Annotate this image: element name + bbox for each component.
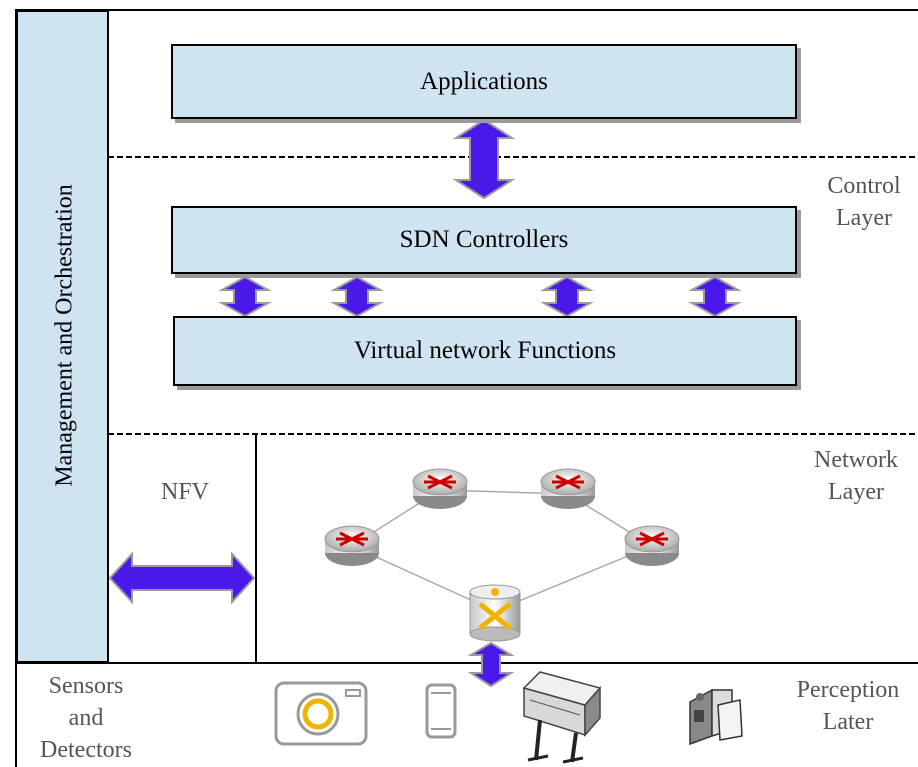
router-icon <box>624 525 680 566</box>
management-label: Management and Orchestration <box>51 184 78 487</box>
perception-layer-label: Perception Later <box>783 674 913 738</box>
control-layer-label: Control Layer <box>808 170 918 234</box>
network-layer-label: Network Layer <box>800 444 912 508</box>
sensors-label-line-1: Sensors <box>48 673 124 699</box>
sensors-label-line-3: Detectors <box>40 737 132 763</box>
applications-box: Applications <box>171 44 797 119</box>
arrow-group <box>108 118 742 688</box>
arrow-switch-perception <box>467 641 515 688</box>
video-camera-icon <box>689 688 743 746</box>
sensors-label-line-2: and <box>68 705 104 731</box>
router-icon <box>412 468 468 509</box>
router-icon <box>540 468 596 509</box>
management-panel <box>16 10 109 663</box>
arrow-sdn-vnf-2 <box>330 275 384 318</box>
arrow-sdn-vnf-1 <box>218 275 272 318</box>
switch-icon <box>469 584 521 642</box>
arrow-sdn-vnf-3 <box>540 275 594 318</box>
perception-label-line-2: Later <box>822 709 874 735</box>
sensors-label: Sensors and Detectors <box>26 670 146 766</box>
camera-icon <box>274 681 368 746</box>
nfv-label: NFV <box>160 479 209 505</box>
perception-label-line-1: Perception <box>796 677 900 703</box>
arrow-sdn-vnf-4 <box>688 275 742 318</box>
arrow-nfv <box>108 551 256 605</box>
network-label-line-2: Layer <box>828 479 884 505</box>
printer-icon <box>522 671 602 764</box>
arrow-app-sdn <box>452 118 516 200</box>
phone-icon <box>425 683 457 739</box>
control-label-line-1: Control <box>827 173 901 199</box>
sdn-controllers-box: SDN Controllers <box>171 206 797 274</box>
router-icon <box>324 525 380 566</box>
network-label-line-1: Network <box>814 447 898 473</box>
vnf-box: Virtual network Functions <box>173 316 797 386</box>
control-label-line-2: Layer <box>836 205 892 231</box>
